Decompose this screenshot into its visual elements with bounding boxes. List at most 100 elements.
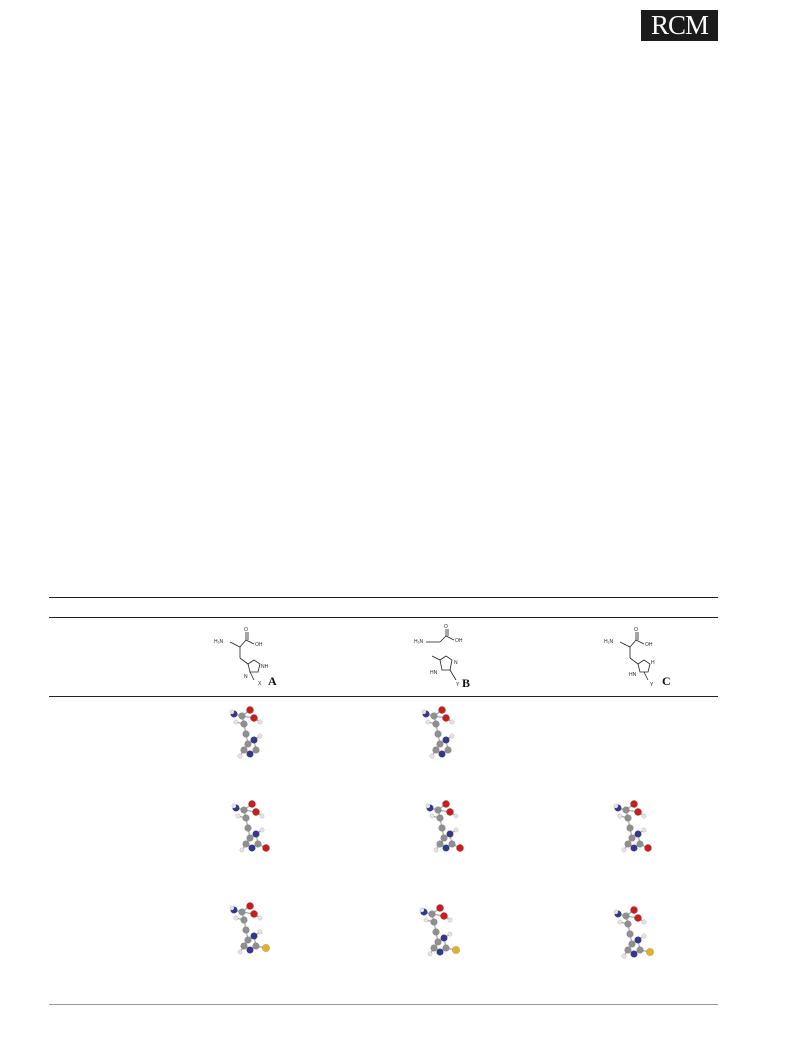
model-atom-c bbox=[622, 806, 630, 814]
model-row2-a bbox=[222, 798, 292, 864]
model-atom-o bbox=[438, 706, 446, 714]
table-header-rule bbox=[49, 617, 718, 618]
model-atom-s bbox=[646, 948, 655, 957]
model-row1-a bbox=[220, 704, 290, 770]
model-atom-n bbox=[630, 950, 638, 958]
structure-c-drawing: H₂N O OH H HN Y bbox=[604, 627, 655, 688]
model-atom-c bbox=[242, 840, 250, 848]
structure-a-label: A bbox=[268, 674, 277, 688]
model-atom-c bbox=[626, 930, 634, 938]
structure-b-drawing: H₂N O OH N HN Y bbox=[414, 624, 463, 688]
structure-c-substituent: Y bbox=[650, 682, 654, 688]
structure-c-acid-oh: OH bbox=[645, 642, 653, 648]
model-atom-c bbox=[240, 916, 248, 924]
model-atom-h bbox=[237, 753, 243, 759]
model-atom-h bbox=[425, 719, 431, 725]
model-atom-o bbox=[248, 800, 256, 808]
model-atom-c bbox=[240, 720, 248, 728]
structure-b-ring-n2: HN bbox=[430, 670, 438, 676]
model-atom-c bbox=[252, 746, 260, 754]
model-atom-h bbox=[429, 813, 435, 819]
model-atom-h bbox=[617, 813, 623, 819]
model-atom-c bbox=[626, 824, 634, 832]
model-atom-h bbox=[613, 909, 619, 915]
model-atom-c bbox=[244, 824, 252, 832]
model-atom-h bbox=[449, 733, 455, 739]
model-atom-h bbox=[613, 803, 619, 809]
structure-c-label: C bbox=[662, 674, 671, 688]
model-atom-c bbox=[440, 834, 448, 842]
model-atom-h bbox=[447, 917, 453, 923]
model-atom-c bbox=[238, 908, 246, 916]
model-atom-c bbox=[434, 806, 442, 814]
structure-a-drawing: H₂N O OH N NH X bbox=[214, 627, 269, 687]
model-atom-o bbox=[262, 844, 270, 852]
model-atom-h bbox=[257, 929, 263, 935]
structure-c-ring-n2: HN bbox=[629, 672, 637, 678]
structure-b-acid-oh: OH bbox=[455, 638, 463, 644]
model-atom-h bbox=[433, 847, 439, 853]
model-atom-c bbox=[434, 730, 442, 738]
model-atom-c bbox=[624, 920, 632, 928]
model-atom-h bbox=[257, 719, 263, 725]
model-atom-n bbox=[442, 844, 450, 852]
model-atom-h bbox=[453, 827, 459, 833]
model-atom-s bbox=[262, 944, 271, 953]
model-atom-h bbox=[621, 847, 627, 853]
model-atom-h bbox=[237, 949, 243, 955]
structure-b-ring-n1: N bbox=[454, 660, 458, 666]
model-atom-n bbox=[246, 750, 254, 758]
model-atom-h bbox=[257, 733, 263, 739]
model-atom-o bbox=[442, 714, 450, 722]
model-atom-h bbox=[419, 907, 425, 913]
model-atom-h bbox=[233, 915, 239, 921]
model-atom-h bbox=[425, 803, 431, 809]
model-atom-h bbox=[641, 933, 647, 939]
model-atom-o bbox=[634, 808, 642, 816]
journal-logo: RCM bbox=[641, 10, 718, 41]
model-atom-c bbox=[438, 824, 446, 832]
model-atom-h bbox=[421, 709, 427, 715]
model-atom-o bbox=[250, 910, 258, 918]
model-row1-b bbox=[412, 704, 482, 770]
model-atom-n bbox=[630, 844, 638, 852]
model-atom-o bbox=[630, 906, 638, 914]
model-atom-c bbox=[244, 936, 252, 944]
model-atom-h bbox=[449, 719, 455, 725]
model-atom-c bbox=[246, 834, 254, 842]
model-atom-h bbox=[429, 753, 435, 759]
model-atom-c bbox=[254, 840, 262, 848]
model-row3-b bbox=[410, 902, 480, 968]
structure-b-acid-o: O bbox=[444, 624, 448, 630]
model-atom-c bbox=[436, 840, 444, 848]
model-atom-o bbox=[246, 706, 254, 714]
model-atom-h bbox=[641, 813, 647, 819]
structure-c: H₂N O OH H HN Y C bbox=[600, 622, 690, 692]
model-atom-c bbox=[242, 730, 250, 738]
model-atom-h bbox=[233, 719, 239, 725]
model-atom-c bbox=[624, 946, 632, 954]
model-row3-c bbox=[604, 904, 674, 970]
model-atom-s bbox=[452, 946, 461, 955]
model-atom-c bbox=[238, 712, 246, 720]
model-atom-h bbox=[229, 905, 235, 911]
structure-b-amine: H₂N bbox=[414, 639, 424, 645]
structure-a-acid-o: O bbox=[244, 627, 248, 633]
model-atom-c bbox=[636, 840, 644, 848]
model-atom-c bbox=[436, 814, 444, 822]
model-atom-h bbox=[617, 919, 623, 925]
model-row3-a bbox=[220, 900, 290, 966]
model-atom-o bbox=[442, 800, 450, 808]
structure-a: H₂N O OH N NH X A bbox=[210, 622, 300, 692]
model-atom-c bbox=[628, 834, 636, 842]
model-atom-h bbox=[239, 847, 245, 853]
model-atom-n bbox=[248, 844, 256, 852]
model-atom-h bbox=[427, 951, 433, 957]
model-atom-c bbox=[432, 928, 440, 936]
model-atom-n bbox=[250, 932, 258, 940]
structure-c-acid-o: O bbox=[634, 627, 638, 633]
model-atom-n bbox=[436, 948, 444, 956]
model-atom-h bbox=[259, 813, 265, 819]
model-atom-o bbox=[246, 902, 254, 910]
model-atom-n bbox=[634, 936, 642, 944]
